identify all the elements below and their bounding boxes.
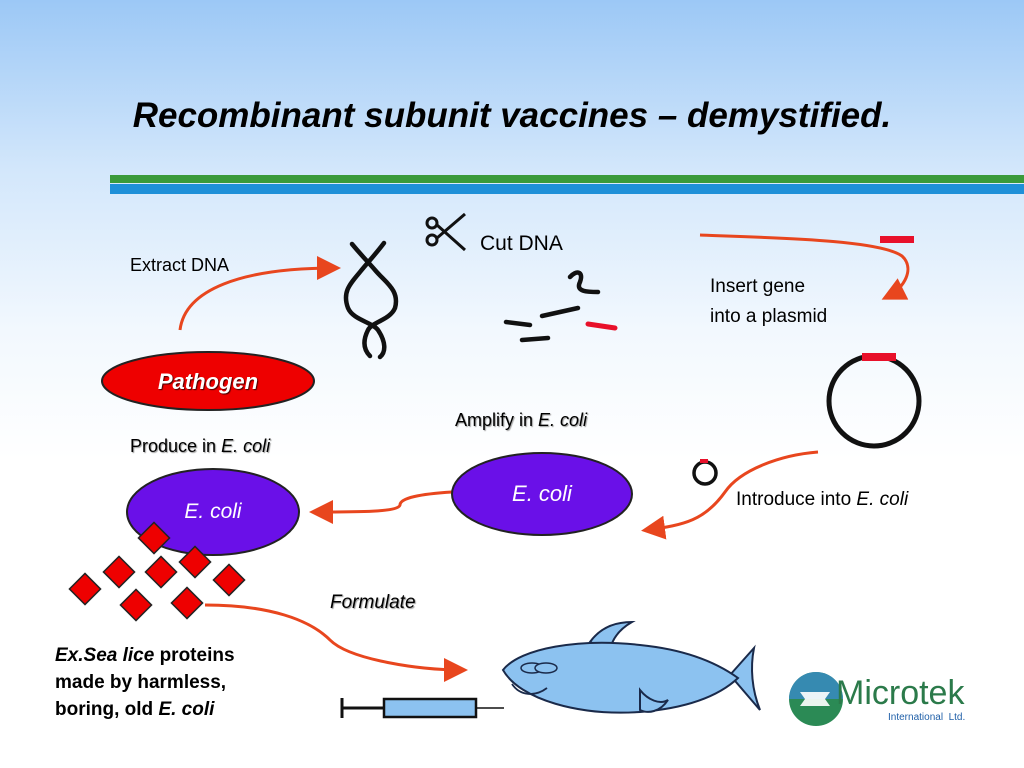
insert-gene-label: Insert gene (710, 276, 806, 297)
cut-dna-label: Cut DNA (480, 232, 563, 255)
arrow-insert (699, 233, 910, 300)
ecoli-center-label: E. coli (512, 481, 572, 506)
dna-helix-icon (343, 240, 399, 360)
gene-segment-top (880, 236, 914, 243)
fish-icon (501, 620, 761, 714)
introduce-organism: E. coli (856, 489, 909, 510)
caption-species: Ex.Sea lice (55, 645, 155, 666)
introduce-label: Introduce into E. coli (736, 489, 908, 511)
formulate-label: Formulate (330, 592, 416, 613)
logo-name: Microtek (836, 674, 965, 712)
scissors-icon (425, 212, 466, 252)
produce-text: Produce in (130, 436, 222, 456)
extract-dna-label: Extract DNA (130, 255, 230, 275)
caption-block: Ex.Sea lice proteins made by harmless, b… (55, 642, 235, 723)
logo-emblem-icon (789, 672, 843, 726)
pathogen-label: Pathogen (157, 369, 259, 394)
introduce-text: Introduce into (736, 489, 857, 510)
protein-diamond-icon (137, 521, 171, 555)
arrow-extract (178, 256, 341, 331)
caption-line-3: boring, old E. coli (55, 696, 235, 723)
caption-line-3-text: boring, old (55, 699, 159, 720)
protein-diamonds (68, 521, 246, 622)
pathogen-oval (101, 351, 315, 411)
arrow-amplify-to-produce (309, 490, 453, 524)
protein-diamond-icon (102, 555, 136, 589)
amplify-label: Amplify in E. coli (455, 410, 587, 431)
ecoli-oval-center (451, 452, 633, 536)
produce-organism: E. coli (221, 436, 271, 456)
protein-diamond-icon (170, 586, 204, 620)
produce-label: Produce in E. coli (130, 436, 270, 457)
gene-fragment (585, 321, 618, 331)
title-underline-blue (110, 184, 1024, 194)
page-title: Recombinant subunit vaccines – demystifi… (132, 96, 892, 135)
title-underline-green (110, 175, 1024, 183)
protein-diamond-icon (178, 545, 212, 579)
amplify-organism: E. coli (538, 410, 588, 430)
amplify-text: Amplify in (455, 410, 539, 430)
ecoli-oval-left (126, 468, 300, 556)
protein-diamond-icon (212, 563, 246, 597)
insert-plasmid-label: into a plasmid (710, 306, 828, 327)
protein-diamond-icon (68, 572, 102, 606)
small-plasmid-icon (692, 459, 718, 486)
caption-organism: E. coli (158, 699, 215, 720)
plasmid-icon (826, 353, 922, 449)
protein-diamond-icon (144, 555, 178, 589)
caption-line-1: Ex.Sea lice proteins (55, 642, 235, 669)
cut-dna-fragments (503, 270, 601, 343)
syringe-icon (340, 697, 504, 719)
arrow-formulate (204, 603, 468, 682)
protein-diamond-icon (119, 588, 153, 622)
caption-line-1-text: proteins (154, 645, 235, 666)
caption-line-2: made by harmless, (55, 672, 227, 693)
ecoli-left-label: E. coli (184, 500, 242, 523)
arrow-introduce (641, 450, 819, 540)
logo-tagline: International Ltd. (888, 712, 966, 723)
